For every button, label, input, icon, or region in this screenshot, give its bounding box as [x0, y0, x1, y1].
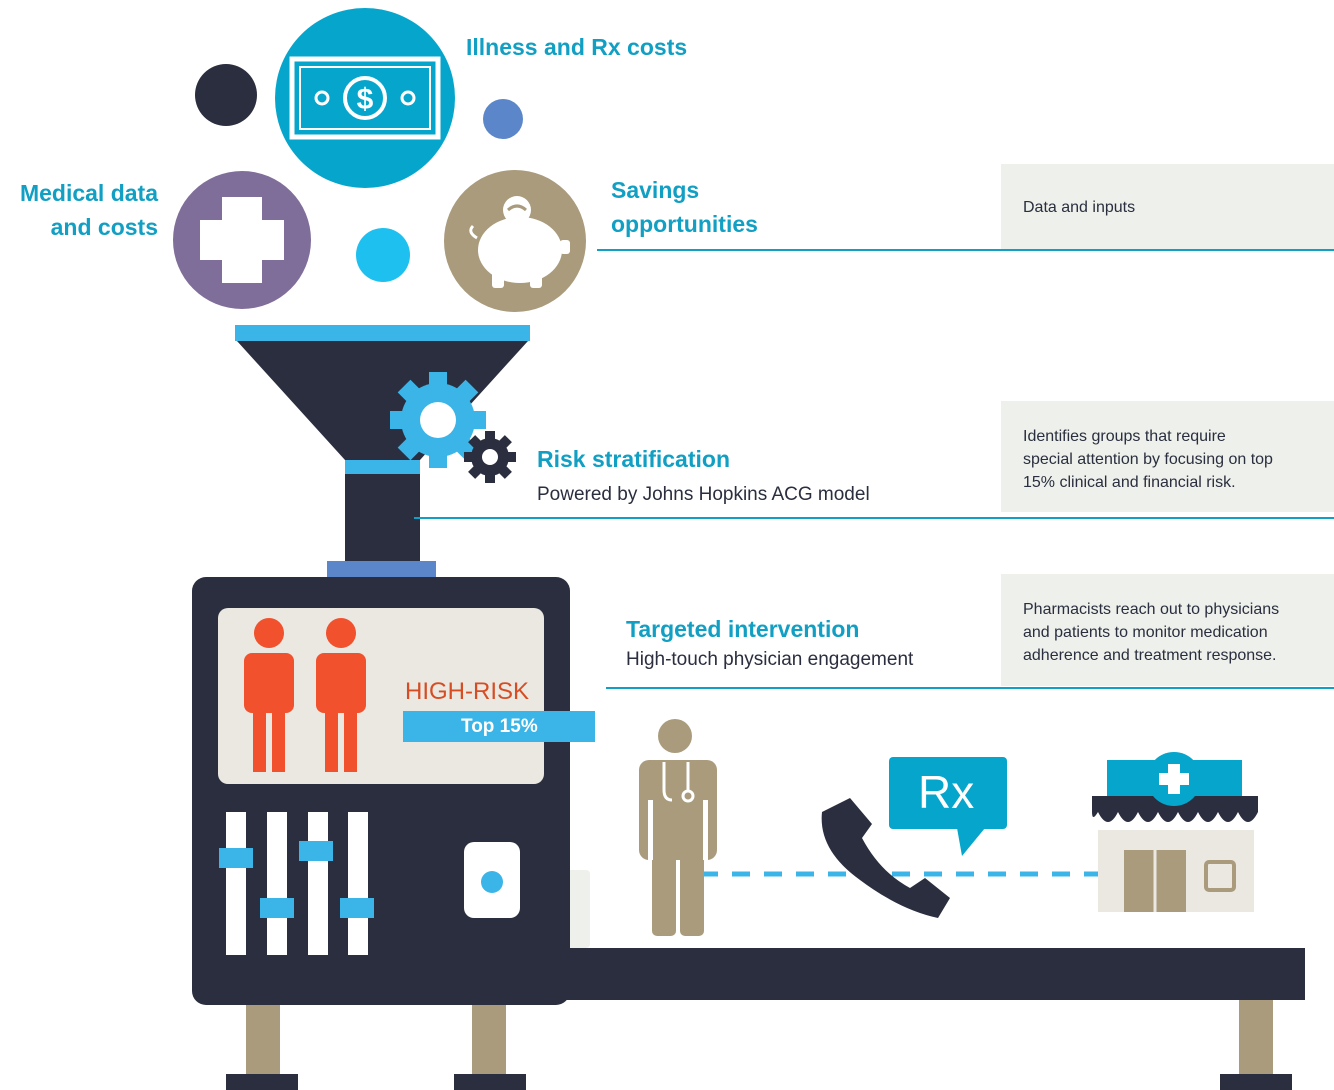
rx-symbol: Rx: [918, 766, 975, 818]
machine-foot: [1220, 1074, 1292, 1090]
rule-risk: [414, 517, 1334, 519]
person-icon: [316, 618, 366, 772]
medical-label: Medical data and costs: [0, 176, 158, 244]
piggy-bank-icon: [444, 170, 586, 312]
illness-label: Illness and Rx costs: [466, 34, 688, 60]
doctor-icon: [639, 719, 717, 936]
intervention-desc-line-1: Pharmacists reach out to physicians: [1023, 601, 1280, 618]
top-15-tag: Top 15%: [403, 711, 595, 742]
dot-cyan: [356, 228, 410, 282]
slider-bank: [219, 812, 374, 955]
machine-foot: [226, 1074, 298, 1090]
medical-label-line-1: Medical data: [19, 180, 158, 206]
risk-desc-line-1: Identifies groups that require: [1023, 428, 1226, 445]
risk-subtitle: Powered by Johns Hopkins ACG model: [537, 484, 870, 505]
intervention-subtitle: High-touch physician engagement: [626, 649, 914, 670]
intervention-box: Pharmacists reach out to physicians and …: [1001, 574, 1334, 686]
savings-label: Savings opportunities: [611, 173, 758, 241]
phone-icon: [821, 798, 950, 918]
person-icon: [244, 618, 294, 772]
dollar-bill-icon: $: [275, 8, 455, 188]
rule-intervention: [606, 687, 1334, 689]
savings-label-line-2: opportunities: [611, 211, 758, 237]
data-inputs-box: Data and inputs: [1001, 164, 1334, 249]
savings-label-line-1: Savings: [611, 177, 700, 203]
pharmacy-icon: [1092, 752, 1258, 912]
intervention-desc-line-2: and patients to monitor medication: [1023, 624, 1268, 641]
risk-desc-line-3: 15% clinical and financial risk.: [1023, 474, 1236, 491]
dot-blue-small: [483, 99, 523, 139]
conveyor-belt: [560, 948, 1305, 1000]
data-inputs-text: Data and inputs: [1023, 199, 1136, 216]
conveyor-roller: [566, 870, 590, 948]
machine-leg: [1239, 985, 1273, 1090]
risk-box: Identifies groups that require special a…: [1001, 401, 1334, 512]
high-risk-label: HIGH-RISK: [405, 678, 530, 705]
rx-bubble-icon: [889, 757, 1007, 856]
intervention-title: Targeted intervention: [626, 616, 860, 642]
top-15-text: Top 15%: [461, 716, 538, 737]
risk-title: Risk stratification: [537, 446, 730, 472]
dot-navy: [195, 64, 257, 126]
machine-foot: [454, 1074, 526, 1090]
intervention-desc-line-3: adherence and treatment response.: [1023, 647, 1277, 664]
medical-cross-icon: [173, 171, 311, 309]
risk-desc-line-2: special attention by focusing on top: [1023, 451, 1273, 468]
rule-data-inputs: [597, 249, 1334, 251]
svg-text:$: $: [357, 83, 374, 116]
funnel: [235, 325, 530, 578]
gear-icon: [390, 372, 516, 483]
medical-label-line-2: and costs: [50, 214, 158, 240]
